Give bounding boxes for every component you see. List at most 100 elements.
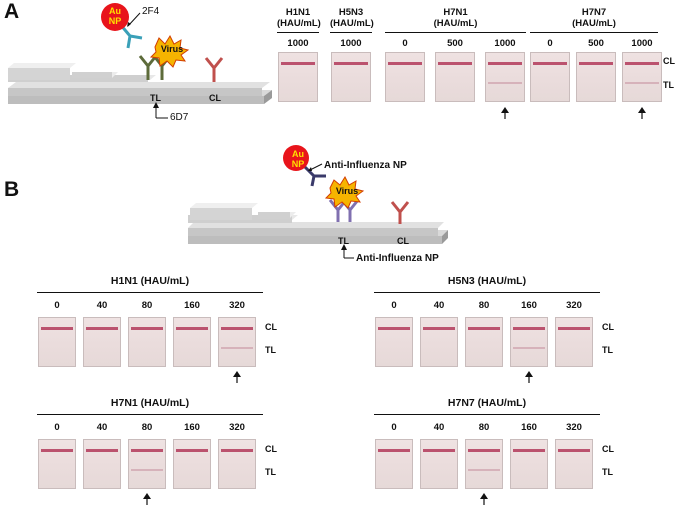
- cl-side-label-b: CL: [602, 322, 614, 332]
- anti-influenza-np-bottom-label: Anti-Influenza NP: [356, 253, 439, 264]
- control-line-band: [468, 327, 500, 330]
- tl-label-a: TL: [150, 93, 161, 103]
- np-label-b: Au NP: [291, 149, 305, 169]
- tl-side-label-b: TL: [602, 345, 613, 355]
- test-strip: [622, 52, 662, 102]
- group-title-b: H7N1 (HAU/mL): [110, 397, 190, 409]
- tl-side-label-b: TL: [265, 345, 276, 355]
- control-line-band: [334, 62, 368, 65]
- test-strip: [510, 439, 548, 489]
- concentration-label-b: 80: [141, 300, 153, 311]
- control-line-band: [513, 327, 545, 330]
- test-strip: [576, 52, 616, 102]
- test-strip: [83, 317, 121, 367]
- test-strip: [218, 439, 256, 489]
- concentration-label-a: 0: [402, 38, 408, 49]
- control-line-band: [579, 62, 613, 65]
- concentration-label-a: 500: [588, 38, 604, 49]
- tl-side-label-b: TL: [602, 467, 613, 477]
- test-strip: [465, 439, 503, 489]
- cl-side-label-b: CL: [602, 444, 614, 454]
- group-rule-b: [37, 414, 263, 415]
- test-strip: [128, 439, 166, 489]
- np-label-a: Au NP: [108, 6, 122, 26]
- test-strip: [485, 52, 525, 102]
- concentration-label-b: 160: [521, 422, 537, 433]
- control-antibody-cl-a: [204, 57, 224, 82]
- group-rule-b: [37, 292, 263, 293]
- control-line-band: [513, 449, 545, 452]
- test-line-band: [625, 82, 659, 84]
- group-name-a: H5N3: [338, 7, 364, 18]
- positive-arrow-icon: [480, 493, 488, 505]
- control-line-band: [41, 327, 73, 330]
- test-line-band: [468, 469, 500, 471]
- concentration-label-a: 0: [547, 38, 553, 49]
- concentration-label-b: 0: [391, 422, 397, 433]
- virus-icon-b: [324, 175, 365, 209]
- concentration-label-b: 40: [433, 422, 445, 433]
- group-title-b: H5N3 (HAU/mL): [447, 275, 527, 287]
- cl-side-label-b: CL: [265, 322, 277, 332]
- concentration-label-a: 1000: [340, 38, 362, 49]
- test-strip: [420, 317, 458, 367]
- group-rule-a: [385, 32, 526, 33]
- positive-arrow-icon: [638, 107, 646, 119]
- test-strip: [173, 439, 211, 489]
- control-line-band: [625, 62, 659, 65]
- test-strip: [555, 439, 593, 489]
- positive-arrow-icon: [525, 371, 533, 383]
- tl-side-label-a: TL: [663, 80, 674, 90]
- tl-label-b: TL: [338, 236, 349, 246]
- concentration-label-a: 500: [447, 38, 463, 49]
- test-line-band: [513, 347, 545, 349]
- concentration-label-a: 1000: [631, 38, 653, 49]
- control-line-band: [41, 449, 73, 452]
- concentration-label-b: 80: [141, 422, 153, 433]
- control-line-band: [131, 327, 163, 330]
- test-strip: [173, 317, 211, 367]
- lateral-flow-diagram-a: [8, 3, 272, 119]
- test-strip: [278, 52, 318, 102]
- cl-label-a: CL: [209, 93, 221, 103]
- test-line-band: [221, 347, 253, 349]
- control-line-band: [86, 327, 118, 330]
- group-unit-a: (HAU/mL): [433, 18, 478, 29]
- group-rule-a: [530, 32, 658, 33]
- panel-letter-a: A: [4, 0, 20, 23]
- positive-arrow-icon: [143, 493, 151, 505]
- control-line-band: [176, 449, 208, 452]
- concentration-label-b: 320: [229, 300, 245, 311]
- concentration-label-a: 1000: [287, 38, 309, 49]
- virus-label-b: Virus: [335, 186, 359, 196]
- gold-nanoparticle-icon-b: [283, 145, 309, 171]
- group-unit-a: (HAU/mL): [330, 18, 374, 29]
- test-strip: [375, 439, 413, 489]
- concentration-label-b: 40: [96, 422, 108, 433]
- test-strip: [218, 317, 256, 367]
- group-rule-b: [374, 414, 600, 415]
- test-strip: [83, 439, 121, 489]
- test-strip: [530, 52, 570, 102]
- cl-side-label-b: CL: [265, 444, 277, 454]
- group-name-a: H7N1: [443, 7, 468, 18]
- control-line-band: [378, 327, 410, 330]
- test-strip: [38, 317, 76, 367]
- concentration-label-b: 0: [54, 300, 60, 311]
- control-line-band: [488, 62, 522, 65]
- positive-arrow-icon: [501, 107, 509, 119]
- antibody-2f4-label: 2F4: [142, 6, 160, 17]
- group-unit-a: (HAU/mL): [277, 18, 321, 29]
- test-strip: [375, 317, 413, 367]
- concentration-label-b: 0: [391, 300, 397, 311]
- test-strip: [128, 317, 166, 367]
- concentration-label-b: 80: [478, 422, 490, 433]
- test-strip: [420, 439, 458, 489]
- group-name-a: H7N7: [581, 7, 607, 18]
- control-line-band: [558, 449, 590, 452]
- test-strip: [435, 52, 475, 102]
- concentration-label-b: 80: [478, 300, 490, 311]
- control-line-band: [438, 62, 472, 65]
- test-line-band: [488, 82, 522, 84]
- detection-antibody-b: [302, 164, 326, 187]
